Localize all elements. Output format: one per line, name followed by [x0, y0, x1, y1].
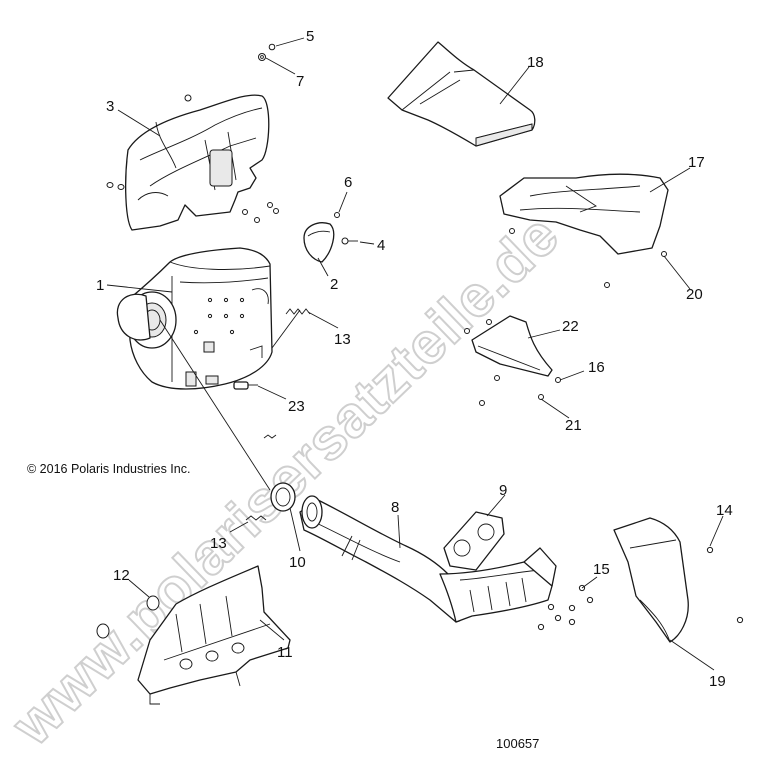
callout-5: 5 [306, 28, 314, 45]
part-nut-5 [268, 43, 276, 51]
part-screw-4 [341, 237, 358, 245]
part-cap [303, 222, 335, 263]
part-washer-7 [258, 53, 266, 61]
leader-lines [106, 37, 724, 671]
part-sensor-23 [233, 381, 258, 390]
callout-12: 12 [113, 567, 130, 584]
callout-21: 21 [565, 417, 582, 434]
callout-7: 7 [296, 73, 304, 90]
callout-labels: 1 2 3 4 5 6 7 8 9 10 11 12 13 13 14 15 1… [96, 28, 733, 690]
drawing-number: 100657 [496, 736, 539, 751]
part-top-heat-shield [387, 41, 536, 147]
part-right-heat-shield [499, 173, 669, 288]
callout-23: 23 [288, 398, 305, 415]
callout-4: 4 [377, 237, 385, 254]
part-grommet-12 [96, 595, 160, 639]
callout-14: 14 [716, 502, 733, 519]
callout-6: 6 [344, 174, 352, 191]
callout-17: 17 [688, 154, 705, 171]
part-spring-13-lower [245, 434, 277, 521]
callout-2: 2 [330, 276, 338, 293]
callout-22: 22 [562, 318, 579, 335]
part-upper-heat-shield [106, 94, 279, 231]
part-muffler [116, 247, 273, 390]
part-gasket [443, 511, 505, 571]
callout-9: 9 [499, 482, 507, 499]
callout-8: 8 [391, 499, 399, 516]
callout-16: 16 [588, 359, 605, 376]
callout-18: 18 [527, 54, 544, 71]
part-bracket-shield [464, 315, 561, 406]
callout-1: 1 [96, 277, 104, 294]
part-side-heat-shield [613, 517, 689, 643]
callout-13-upper: 13 [334, 331, 351, 348]
copyright-text: © 2016 Polaris Industries Inc. [27, 462, 190, 476]
callout-13-lower: 13 [210, 535, 227, 552]
part-bolts-15 [537, 584, 744, 631]
part-lower-heat-shield [137, 565, 291, 705]
part-bolt-14 [706, 546, 714, 554]
callout-11: 11 [277, 644, 293, 661]
callout-10: 10 [289, 554, 306, 571]
part-nut-6 [334, 212, 340, 218]
callout-19: 19 [709, 673, 726, 690]
callout-20: 20 [686, 286, 703, 303]
callout-3: 3 [106, 98, 114, 115]
part-clamp-ring [270, 482, 296, 512]
callout-15: 15 [593, 561, 610, 578]
watermark: www.polarisersatzteile.de [0, 202, 572, 758]
part-exhaust-pipe [299, 495, 557, 623]
part-spring-13-upper [285, 308, 311, 315]
